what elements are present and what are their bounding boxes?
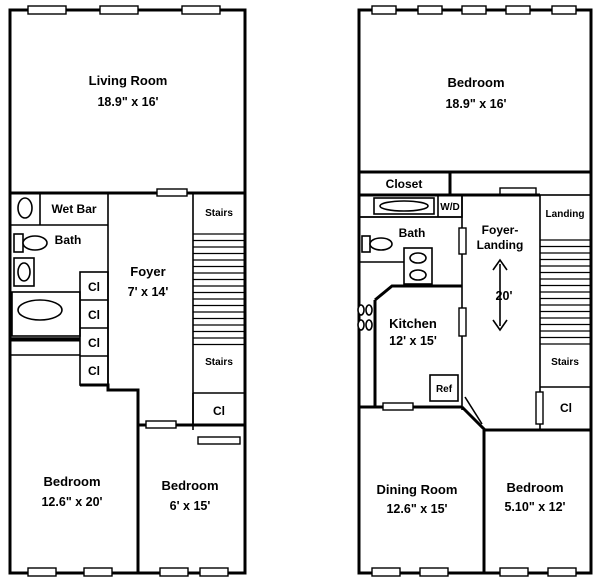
bedroom-top-dims: 18.9" x 16' xyxy=(445,97,506,111)
window xyxy=(417,5,443,15)
bath-label: Bath xyxy=(399,226,426,240)
door xyxy=(458,307,467,337)
stair-enclosure xyxy=(539,194,592,431)
toilet-icon xyxy=(22,235,48,251)
foyer-label: Foyer xyxy=(130,264,165,279)
window xyxy=(99,5,139,15)
wall xyxy=(374,284,462,302)
bedroom-large-label: Bedroom xyxy=(43,474,100,489)
window xyxy=(499,567,529,577)
foyer-landing-label: Foyer- xyxy=(482,223,519,237)
door xyxy=(382,402,414,411)
wall xyxy=(10,338,245,427)
closet-label: Cl xyxy=(213,404,225,418)
tub-basin-icon xyxy=(17,299,63,321)
window xyxy=(181,5,221,15)
dining-room-label: Dining Room xyxy=(377,482,458,497)
stair-enclosure xyxy=(192,192,246,426)
window xyxy=(371,567,401,577)
closet-label: Cl xyxy=(88,336,100,350)
dining-room-dims: 12.6" x 15' xyxy=(386,502,447,516)
kitchen-label: Kitchen xyxy=(389,316,437,331)
bedroom-bottom-label: Bedroom xyxy=(506,480,563,495)
door xyxy=(464,396,483,425)
window xyxy=(461,5,487,15)
tub-basin-icon xyxy=(379,200,429,212)
bedroom-small-label: Bedroom xyxy=(161,478,218,493)
window xyxy=(551,5,577,15)
closet-label: Cl xyxy=(560,401,572,415)
bedroom-bottom-dims: 5.10" x 12' xyxy=(504,500,565,514)
double-arrow-icon xyxy=(492,258,508,332)
ref-label: Ref xyxy=(436,384,453,395)
toilet-icon xyxy=(369,237,393,251)
foyer-landing-label: Landing xyxy=(477,238,524,252)
stairs-label: Stairs xyxy=(551,357,579,368)
living-room-label: Living Room xyxy=(89,73,168,88)
bedroom-small-dims: 6' x 15' xyxy=(170,499,211,513)
bedroom-large-dims: 12.6" x 20' xyxy=(41,495,102,509)
sink-icon xyxy=(17,197,33,219)
foyer-dims: 7' x 14' xyxy=(128,285,169,299)
landing-label: Landing xyxy=(546,209,585,220)
closet-label: Closet xyxy=(386,177,423,191)
window xyxy=(199,567,229,577)
door xyxy=(458,227,467,255)
door xyxy=(145,420,177,429)
window xyxy=(159,567,189,577)
left-floor: Living Room 18.9" x 16' Wet Bar Bath Foy… xyxy=(8,5,247,577)
closet-label: Cl xyxy=(88,308,100,322)
closet-label: Cl xyxy=(88,364,100,378)
window xyxy=(371,5,397,15)
sink-icon xyxy=(17,262,31,282)
refrigerator-icon xyxy=(429,374,459,402)
window xyxy=(27,567,57,577)
stair-treads xyxy=(193,233,245,346)
door xyxy=(535,391,544,425)
wet-bar-label: Wet Bar xyxy=(51,202,96,216)
stairs-label: Stairs xyxy=(205,208,233,219)
foyer-landing-dims: 20' xyxy=(496,289,513,303)
window xyxy=(27,5,67,15)
door xyxy=(197,436,241,445)
stair-treads xyxy=(540,239,591,345)
toilet-tank-icon xyxy=(361,235,371,253)
stairs-label: Stairs xyxy=(205,357,233,368)
right-floor: Bedroom 18.9" x 16' Closet W/D Bath Foye… xyxy=(357,5,593,577)
bedroom-top-label: Bedroom xyxy=(447,75,504,90)
window xyxy=(83,567,113,577)
toilet-tank-icon xyxy=(13,233,24,253)
window xyxy=(547,567,577,577)
door xyxy=(156,188,188,197)
sink-icon xyxy=(409,269,427,281)
sink-icon xyxy=(409,252,427,264)
closet-label: Cl xyxy=(88,280,100,294)
window xyxy=(419,567,449,577)
window xyxy=(505,5,531,15)
kitchen-dims: 12' x 15' xyxy=(389,334,437,348)
living-room-dims: 18.9" x 16' xyxy=(97,95,158,109)
wd-label: W/D xyxy=(440,202,459,213)
bath-label: Bath xyxy=(55,233,82,247)
stove-icon xyxy=(357,304,373,331)
